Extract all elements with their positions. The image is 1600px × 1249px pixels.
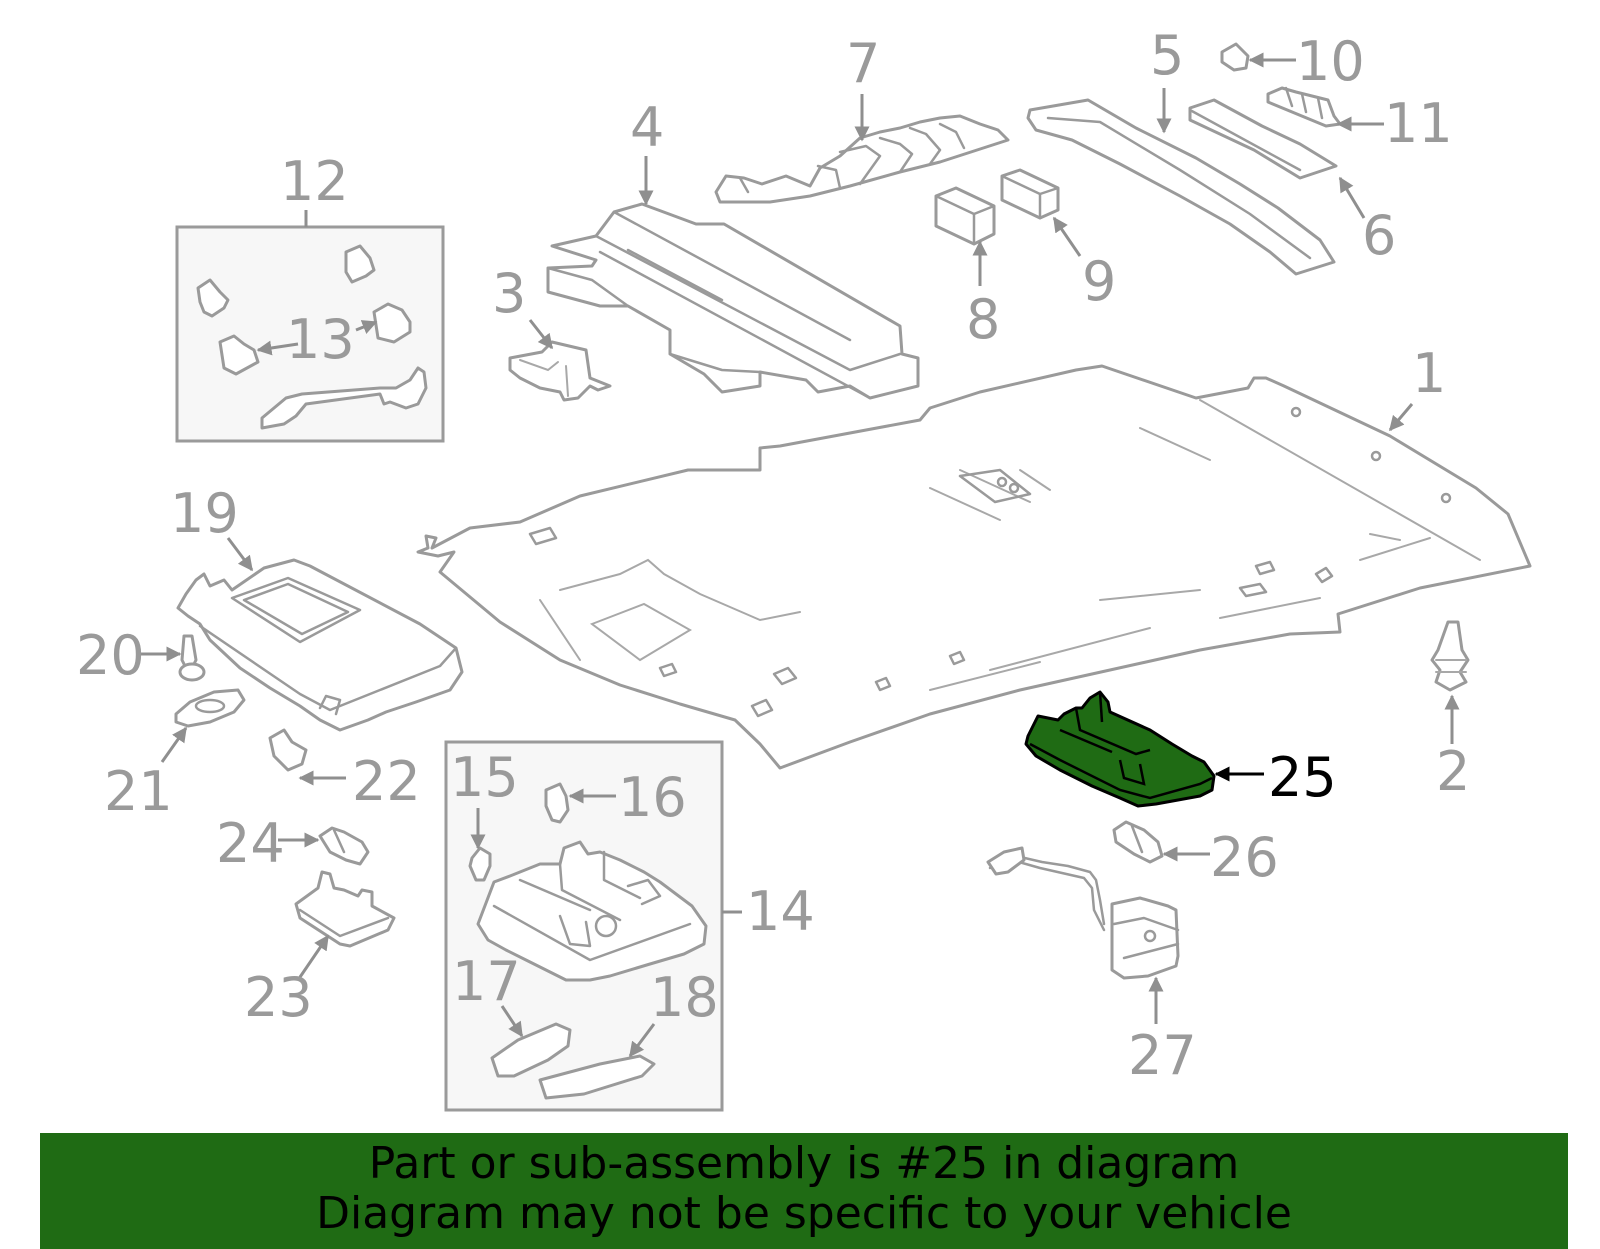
block-part-9[interactable] [1000,168,1060,220]
callout-20: 20 [76,624,145,687]
callout-3: 3 [492,262,526,325]
callout-14: 14 [746,880,815,943]
socket-part-26[interactable] [1112,820,1164,864]
bulb-part-24[interactable] [318,826,370,866]
screw-part-20[interactable] [178,634,206,682]
callout-1: 1 [1412,342,1446,405]
callout-18: 18 [650,966,719,1029]
leader-lines [140,52,1460,1058]
callout-23: 23 [244,966,313,1029]
callout-13: 13 [286,308,355,371]
lamp-part-23[interactable] [294,870,396,948]
callout-15: 15 [450,746,519,809]
callout-21: 21 [104,760,173,823]
callout-7: 7 [846,32,880,95]
bezel-part-21[interactable] [174,688,246,728]
callout-25: 25 [1268,746,1337,809]
info-banner: Part or sub-assembly is #25 in diagram D… [40,1133,1568,1249]
pad-part-6[interactable] [1188,98,1338,180]
holder-part-22[interactable] [268,728,308,772]
callout-9: 9 [1082,250,1116,313]
roof-bow-part-5[interactable] [1026,98,1336,276]
bracket-part-3[interactable] [508,340,612,402]
banner-line-2: Diagram may not be specific to your vehi… [316,1188,1292,1239]
clip-part-2[interactable] [1430,620,1470,692]
callout-10: 10 [1296,30,1365,93]
callout-6: 6 [1362,204,1396,267]
roof-pad-part-4[interactable] [546,202,920,400]
callout-8: 8 [966,288,1000,351]
sun-visor-part-19[interactable] [176,558,464,732]
callout-4: 4 [630,96,664,159]
callout-2: 2 [1436,740,1470,803]
assist-grip-group-12[interactable] [175,225,445,443]
callout-19: 19 [170,482,239,545]
clip-strip-part-11[interactable] [1266,86,1342,128]
map-lamp-part-25[interactable] [1024,690,1216,808]
dome-lamp-group-14[interactable] [444,740,724,1112]
callout-22: 22 [352,750,421,813]
callout-17: 17 [452,950,521,1013]
banner-line-1: Part or sub-assembly is #25 in diagram [368,1138,1240,1189]
block-part-8[interactable] [934,186,996,246]
clip-part-10[interactable] [1220,42,1250,72]
headliner-part[interactable] [416,364,1532,770]
callout-27: 27 [1128,1024,1197,1087]
callout-26: 26 [1210,826,1279,889]
callout-12: 12 [280,150,349,213]
callout-5: 5 [1150,24,1184,87]
callout-16: 16 [618,766,687,829]
harness-part-27[interactable] [986,846,1180,980]
callout-24: 24 [216,812,285,875]
harness-part-7[interactable] [714,114,1010,204]
callout-11: 11 [1384,92,1453,155]
